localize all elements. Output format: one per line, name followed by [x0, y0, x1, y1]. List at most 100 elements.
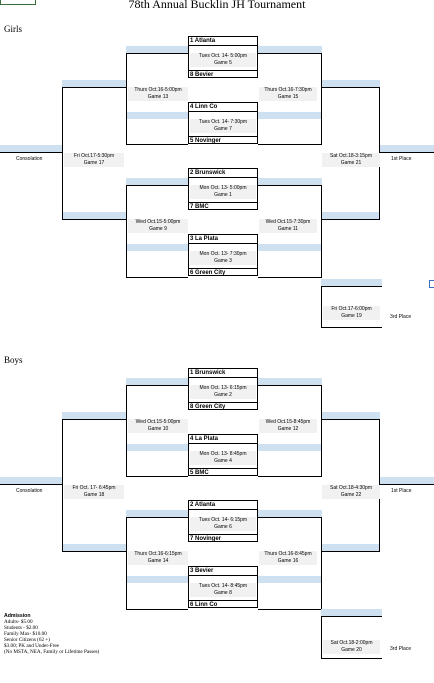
bracket-line: [321, 53, 322, 145]
bracket-line: [321, 385, 322, 477]
game-band: [258, 510, 322, 517]
third-place-label: 3rd Place: [390, 314, 412, 320]
game-band: [0, 477, 62, 484]
team-name: 8 Green City: [190, 404, 226, 410]
team-name: 7 BMC: [190, 204, 209, 210]
consolation-label: Consolation: [16, 156, 43, 162]
team-name: 7 Novinger: [190, 536, 222, 542]
game-info-line: Fri Oct. 17- 6:45pm: [72, 485, 116, 491]
bracket-line: [321, 286, 382, 287]
team-name: 6 Linn Co: [190, 602, 218, 608]
team-name: 2 Brunswick: [190, 170, 226, 176]
bracket-line: [321, 327, 382, 328]
team-name: 1 Brunswick: [190, 370, 226, 376]
game-band: [322, 544, 380, 551]
game-info-line: Game 17: [83, 160, 105, 166]
game-band: [62, 412, 126, 419]
bracket-line: [258, 277, 322, 278]
page-title: 78th Annual Bucklin JH Tournament: [128, 0, 306, 11]
game-info-line: Game 18: [83, 492, 105, 498]
corner-box: [0, 0, 36, 5]
game-band: [258, 178, 322, 185]
game-band: [380, 145, 434, 152]
bracket-line: [322, 551, 380, 552]
first-place-label: 1st Place: [391, 156, 412, 162]
bracket-line: [126, 385, 188, 386]
game-band: [258, 244, 322, 251]
bracket-line: [0, 152, 62, 153]
bracket-line: [258, 476, 322, 477]
bracket-line: [322, 87, 380, 88]
bracket-line: [380, 152, 434, 153]
edge-mark: [429, 280, 434, 288]
bracket-line: [321, 185, 322, 278]
game-info-line: Tues Oct. 14- 5:00pm: [198, 53, 248, 59]
game-info-line: Tues Oct. 14- 8:45pm: [198, 583, 248, 589]
game-info-line: Thurs Oct.16-8:45pm: [264, 551, 312, 557]
admission-heading: Admission: [4, 613, 31, 619]
game-info-line: Game 10: [147, 426, 169, 432]
bracket-line: [321, 286, 322, 328]
boys-heading: Boys: [4, 355, 23, 365]
game-info-line: Wed Oct.15-7:30pm: [265, 219, 311, 225]
game-band: [126, 244, 188, 251]
game-band: [126, 112, 188, 119]
bracket-line: [188, 509, 258, 510]
game-band: [258, 444, 322, 451]
bracket-line: [321, 616, 382, 617]
bracket-line: [188, 377, 258, 378]
girls-heading: Girls: [4, 24, 22, 34]
bracket-line: [62, 419, 126, 420]
game-info-line: Sat Oct.18-2:00pm: [330, 640, 373, 646]
game-info-line: Tues Oct. 14- 6:15pm: [198, 517, 248, 523]
game-info-line: Game 6: [214, 524, 232, 530]
game-info-line: Game 11: [277, 226, 299, 232]
bracket-line: [0, 484, 62, 485]
bracket-line: [321, 517, 322, 610]
game-info-line: Game 19: [341, 313, 362, 319]
bracket-line: [188, 534, 258, 535]
game-info-line: Game 8: [214, 590, 232, 596]
bracket-line: [188, 70, 258, 71]
bracket-line: [258, 517, 322, 518]
admission-line: Students - $2.00: [4, 625, 38, 631]
game-info-line: Mon Oct. 13- 5:00pm: [199, 185, 247, 191]
bracket-line: [380, 484, 434, 485]
game-info-line: Game 15: [277, 94, 299, 100]
bracket-line: [188, 468, 258, 469]
game-band: [126, 46, 188, 53]
game-info-line: Game 21: [340, 160, 362, 166]
bracket-line: [321, 616, 322, 659]
admission-line: (No MSTA, NEA, Family or Lifetime Passes…: [4, 649, 100, 655]
bracket-line: [258, 609, 322, 610]
game-band: [322, 80, 380, 87]
bracket-line: [126, 517, 127, 610]
team-name: 4 La Plata: [190, 436, 219, 442]
third-place-label: 3rd Place: [390, 646, 412, 652]
team-name: 5 BMC: [190, 470, 209, 476]
bracket-line: [188, 600, 258, 601]
bracket-line: [126, 53, 188, 54]
game-info-line: Game 5: [214, 60, 232, 66]
game-info-line: Wed Oct.15-5:00pm: [135, 419, 181, 425]
game-info-line: Game 13: [147, 94, 169, 100]
game-band: [258, 46, 322, 53]
admission-line: Family Max- $10.00: [4, 631, 47, 637]
bracket-line: [126, 609, 188, 610]
admission-info: Admission Adults- $5.00 Students - $2.00…: [4, 613, 99, 655]
game-info-line: Fri Oct.17-5:30pm: [73, 153, 115, 159]
bracket-line: [188, 443, 258, 444]
bracket-line: [258, 385, 322, 386]
game-band: [126, 510, 188, 517]
bracket-line: [62, 87, 126, 88]
